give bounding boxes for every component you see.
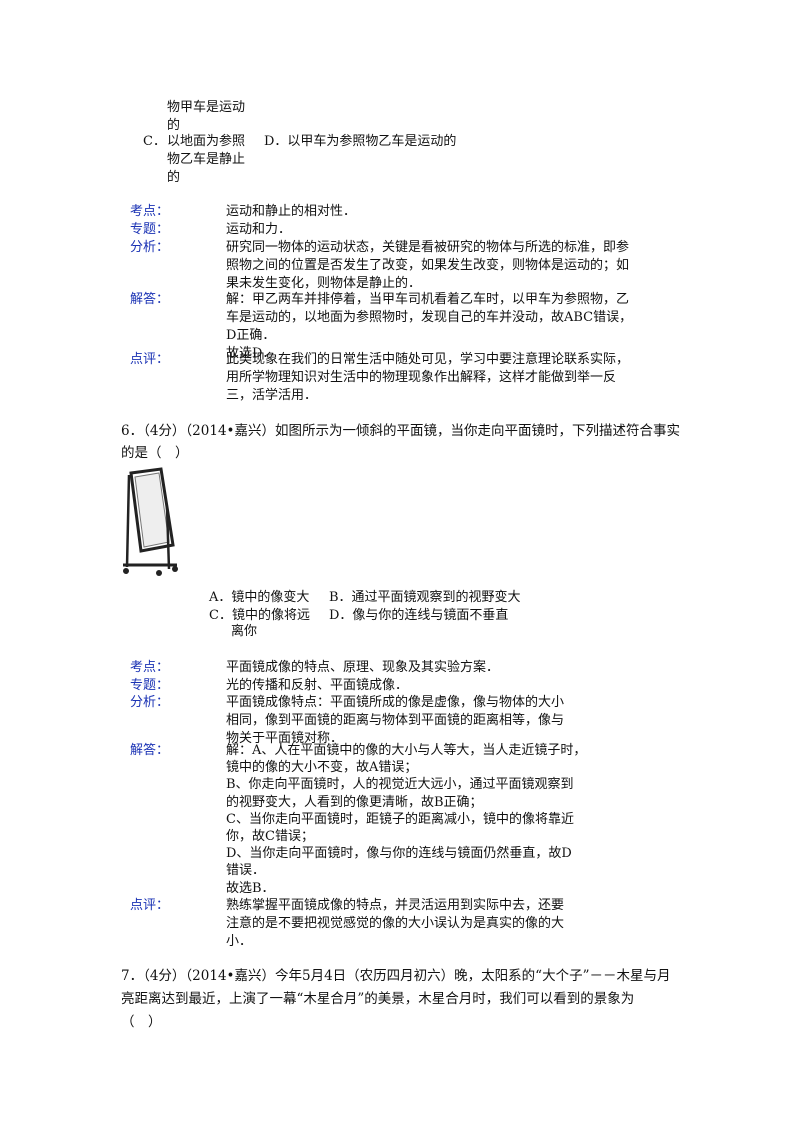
q6-jieda-line: 镜中的像的大小不变，故A错误； bbox=[226, 760, 418, 776]
q6-dianping-line: 小． bbox=[226, 934, 253, 949]
q6-kaodian: 平面镜成像的特点、原理、现象及其实验方案． bbox=[226, 659, 499, 677]
q6-fenxi-label: 分析： bbox=[130, 695, 170, 710]
q5-option-c-letter: C． bbox=[143, 134, 166, 149]
q6-fenxi-line: 平面镜成像特点：平面镜所成的像是虚像，像与物体的大小 bbox=[226, 695, 565, 710]
q5-fenxi-label: 分析： bbox=[130, 240, 170, 255]
q5-zhuanti-line: 运动和力． bbox=[226, 222, 292, 237]
q6-dianping-line: 注意的是不要把视觉感觉的像的大小误认为是真实的像的大 bbox=[226, 916, 565, 931]
q6-option-b: B．通过平面镜观察到的视野变大 bbox=[329, 590, 521, 605]
q6-dianping: 熟练掌握平面镜成像的特点，并灵活运用到实际中去，还要 注意的是不要把视觉感觉的像… bbox=[226, 897, 564, 951]
q5-fenxi-line: 果未发生变化，则物体是静止的． bbox=[226, 276, 422, 291]
q6-fenxi: 平面镜成像特点：平面镜所成的像是虚像，像与物体的大小 相同，像到平面镜的距离与物… bbox=[226, 694, 564, 748]
q6-option-a: A．镜中的像变大 bbox=[209, 590, 310, 605]
q6-option-c-line2: 离你 bbox=[231, 624, 258, 639]
q5-option-b-line: 物甲车是运动 bbox=[167, 100, 246, 115]
q6-zhuanti-label: 专题： bbox=[130, 678, 170, 693]
q6-kaodian-line: 平面镜成像的特点、原理、现象及其实验方案． bbox=[226, 660, 500, 675]
q7-stem-line: （ ） bbox=[121, 1014, 162, 1030]
q5-option-c-line: 的 bbox=[167, 170, 181, 185]
q6-fenxi-line: 物关于平面镜对称． bbox=[226, 731, 344, 746]
q5-jieda-line: 故选D． bbox=[226, 346, 276, 361]
q6-jieda-label: 解答： bbox=[130, 743, 170, 758]
q6-jieda-line: C、当你走向平面镜时，距镜子的距离减小，镜中的像将靠近 bbox=[226, 811, 574, 827]
q5-fenxi-line: 研究同一物体的运动状态，关键是看被研究的物体与所选的标准，即参 bbox=[226, 240, 630, 255]
q6-zhuanti-line: 光的传播和反射、平面镜成像． bbox=[226, 678, 409, 693]
q6-stem-line: 的是（ ） bbox=[121, 445, 189, 461]
q6-zhuanti: 光的传播和反射、平面镜成像． bbox=[226, 677, 408, 695]
q7-stem-line: 7．（4分）（2014•嘉兴）今年5月4日（农历四月初六）晚，太阳系的“大个子”… bbox=[121, 968, 671, 984]
q5-kaodian: 运动和静止的相对性． bbox=[226, 203, 356, 221]
q5-zhuanti: 运动和力． bbox=[226, 221, 291, 239]
q5-option-c-line: 以地面为参照 bbox=[167, 134, 246, 149]
q7-stem-line: 亮距离达到最近，上演了一幕“木星合月”的美景，木星合月时，我们可以看到的景象为 bbox=[121, 991, 635, 1007]
q5-option-b-continuation: 物甲车是运动 的 bbox=[167, 99, 245, 135]
q6-jieda-line: D、当你走向平面镜时，像与你的连线与镜面仍然垂直，故D bbox=[226, 846, 572, 862]
q5-dianping-line: 三，活学活用． bbox=[226, 388, 318, 403]
q6-stem-line: 6．（4分）（2014•嘉兴）如图所示为一倾斜的平面镜，当你走向平面镜时，下列描… bbox=[121, 423, 680, 439]
q5-dianping-line: 用所学物理知识对生活中的物理现象作出解释，这样才能做到举一反 bbox=[226, 370, 617, 385]
q5-fenxi: 研究同一物体的运动状态，关键是看被研究的物体与所选的标准，即参 照物之间的位置是… bbox=[226, 239, 629, 293]
q5-jieda-label: 解答： bbox=[130, 292, 170, 307]
q5-dianping: 此类现象在我们的日常生活中随处可见，学习中要注意理论联系实际， 用所学物理知识对… bbox=[226, 351, 629, 405]
q5-kaodian-label: 考点： bbox=[130, 204, 170, 219]
q5-dianping-label: 点评： bbox=[130, 352, 170, 367]
q5-jieda-line: 解：甲乙两车并排停着，当甲车司机看着乙车时，以甲车为参照物，乙 bbox=[226, 292, 630, 307]
q5-option-c: 以地面为参照 物乙车是静止 的 bbox=[167, 133, 245, 187]
q6-option-c: C．镜中的像将远 bbox=[209, 608, 310, 623]
q6-jieda-line: 你，故C错误； bbox=[226, 829, 314, 845]
q5-option-d: D．以甲车为参照物乙车是运动的 bbox=[264, 134, 457, 149]
q6-jieda-line: 错误． bbox=[226, 863, 266, 879]
q5-jieda-line: 车是运动的，以地面为参照物时，发现自己的车并没动，故ABC错误， bbox=[226, 310, 633, 325]
q6-jieda-line: 解：A、人在平面镜中的像的大小与人等大，当人走近镜子时， bbox=[226, 743, 587, 758]
q6-jieda-line: B、你走向平面镜时，人的视觉近大远小，通过平面镜观察到 bbox=[226, 777, 574, 793]
q5-fenxi-line: 照物之间的位置是否发生了改变，如果发生改变，则物体是运动的；如 bbox=[226, 258, 630, 273]
q6-stem: 6．（4分）（2014•嘉兴）如图所示为一倾斜的平面镜，当你走向平面镜时，下列描… bbox=[121, 420, 681, 464]
q6-dianping-label: 点评： bbox=[130, 898, 170, 913]
q6-jieda-line: 故选B． bbox=[226, 880, 275, 896]
q6-jieda: 解：A、人在平面镜中的像的大小与人等大，当人走近镜子时， 镜中的像的大小不变，故… bbox=[226, 742, 586, 897]
q6-jieda-line: 的视野变大，人看到的像更清晰，故B正确； bbox=[226, 794, 483, 810]
q5-kaodian-line: 运动和静止的相对性． bbox=[226, 204, 357, 219]
q6-fenxi-line: 相同，像到平面镜的距离与物体到平面镜的距离相等，像与 bbox=[226, 713, 565, 728]
q5-jieda-line: D正确． bbox=[226, 328, 276, 343]
q5-option-c-line: 物乙车是静止 bbox=[167, 152, 246, 167]
q6-dianping-line: 熟练掌握平面镜成像的特点，并灵活运用到实际中去，还要 bbox=[226, 898, 565, 913]
q7-stem: 7．（4分）（2014•嘉兴）今年5月4日（农历四月初六）晚，太阳系的“大个子”… bbox=[121, 965, 681, 1034]
q6-option-d: D．像与你的连线与镜面不垂直 bbox=[329, 608, 509, 623]
q5-dianping-line: 此类现象在我们的日常生活中随处可见，学习中要注意理论联系实际， bbox=[226, 352, 630, 367]
q5-option-b-line: 的 bbox=[167, 118, 181, 133]
tilted-floor-mirror-icon bbox=[123, 467, 178, 576]
q5-zhuanti-label: 专题： bbox=[130, 222, 170, 237]
q6-kaodian-label: 考点： bbox=[130, 660, 170, 675]
q5-jieda: 解：甲乙两车并排停着，当甲车司机看着乙车时，以甲车为参照物，乙 车是运动的，以地… bbox=[226, 291, 632, 363]
